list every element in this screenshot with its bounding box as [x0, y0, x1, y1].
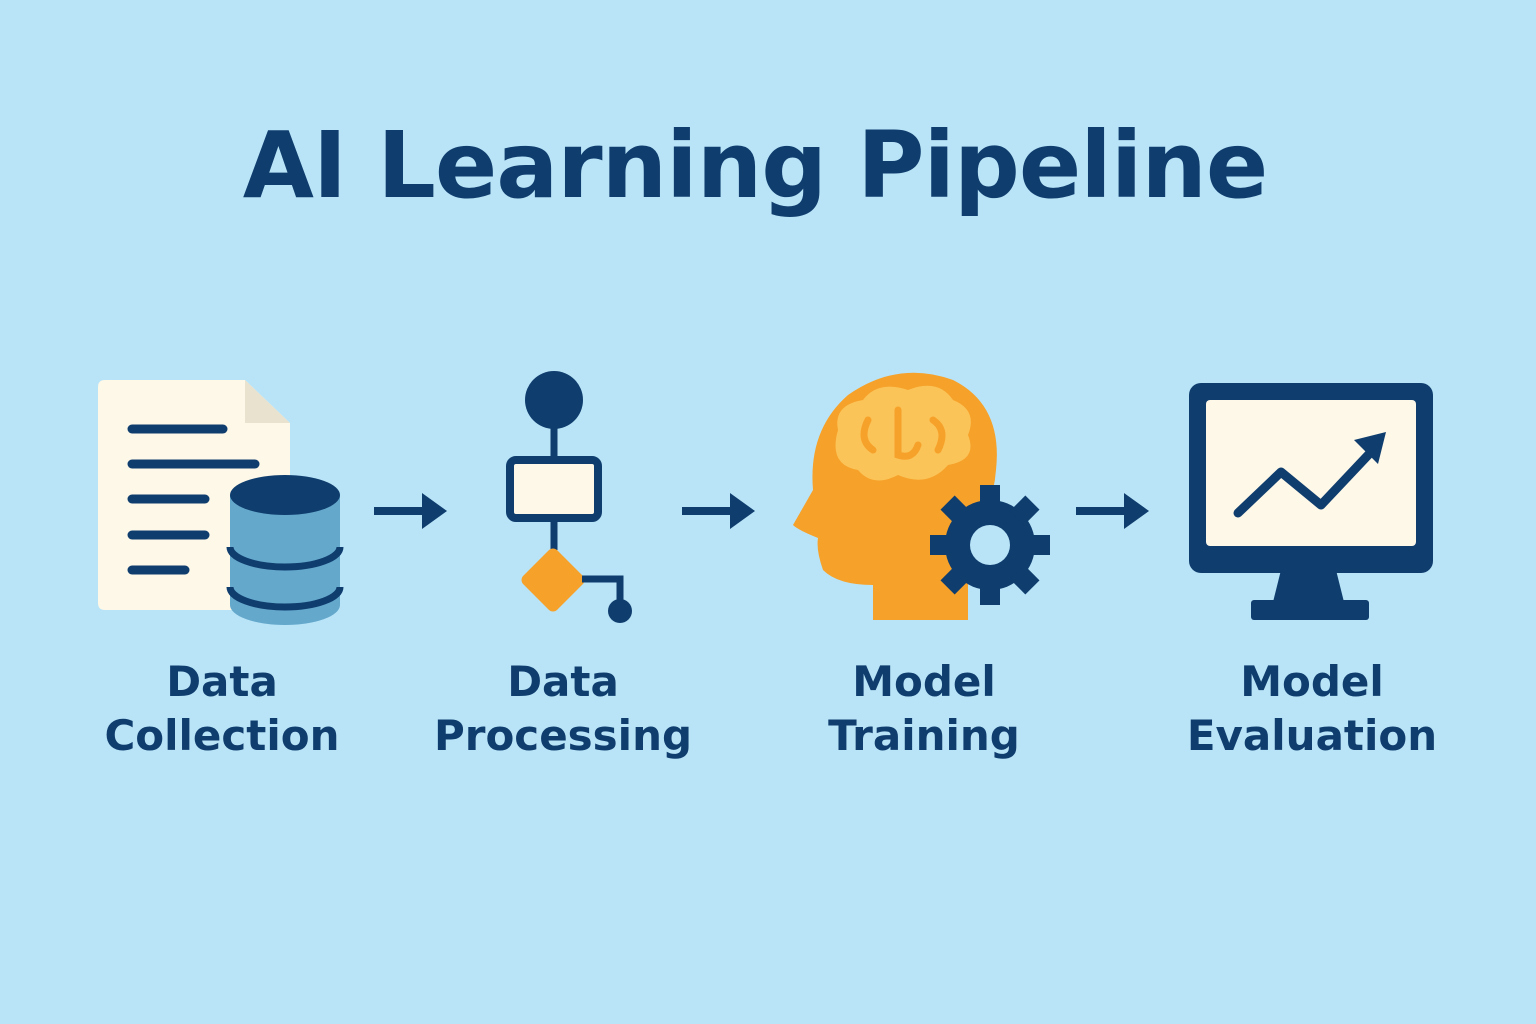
document-database-icon: [98, 380, 344, 625]
page-title: AI Learning Pipeline: [242, 112, 1269, 219]
arrow-icon: [374, 493, 447, 529]
arrow-icon: [682, 493, 755, 529]
arrow-icon: [1076, 493, 1149, 529]
flowchart-icon: [506, 371, 632, 623]
monitor-chart-icon: [1189, 383, 1433, 620]
head-brain-gear-icon: [793, 372, 1050, 620]
